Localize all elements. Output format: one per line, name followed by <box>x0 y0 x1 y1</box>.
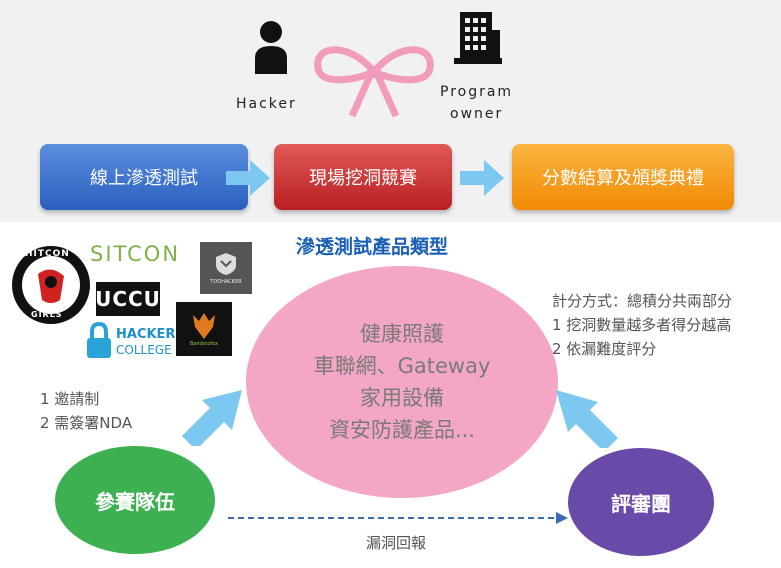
hacker-label: Hacker <box>236 96 297 112</box>
product-type-healthcare: 健康照護 <box>360 322 444 346</box>
stage-award-ceremony: 分數結算及頒獎典禮 <box>512 144 734 210</box>
toohacker-text: TOOHACKER <box>210 278 242 285</box>
fox-icon <box>193 313 215 339</box>
hacker-college-text-1: HACKER <box>116 327 176 342</box>
ribbon-bow-icon <box>314 46 434 118</box>
arrow-right-icon <box>460 160 504 196</box>
hacker-college-text-2: COLLEGE <box>116 343 172 357</box>
arrow-up-right-icon <box>182 390 242 446</box>
building-icon <box>454 12 502 64</box>
team-rule-2: 2 需簽署NDA <box>40 414 133 432</box>
arrow-right-icon <box>226 160 270 196</box>
report-label: 漏洞回報 <box>366 534 427 552</box>
lock-icon <box>87 322 111 358</box>
product-types-title: 滲透測試產品類型 <box>296 236 449 258</box>
hitcon-text: HITCON <box>25 249 70 259</box>
product-type-iov-gateway: 車聯網、Gateway <box>313 354 491 378</box>
product-type-security-products: 資安防護產品... <box>328 418 476 442</box>
stage-online-pentest: 線上滲透測試 <box>40 144 248 210</box>
scoring-title: 計分方式：總積分共兩部分 <box>552 292 733 310</box>
program-owner-label-line2: owner <box>450 106 504 122</box>
hitcon-girls-logo <box>12 246 90 324</box>
judges-circle: 評審團 <box>568 448 714 556</box>
person-icon <box>255 21 287 74</box>
team-circle: 參賽隊伍 <box>55 446 215 554</box>
stage-onsite-contest: 現場挖洞競賽 <box>274 144 452 210</box>
product-types-ellipse: 健康照護 車聯網、Gateway 家用設備 資安防護產品... <box>246 266 558 498</box>
bamboofox-logo: Bamboofox <box>176 302 232 356</box>
bamboofox-text: Bamboofox <box>189 341 219 347</box>
dashed-arrow-icon <box>228 512 568 524</box>
arrow-up-left-icon <box>556 390 618 448</box>
girls-text: GIRLS <box>31 310 63 319</box>
program-owner-label-line1: Program <box>440 84 514 100</box>
uccu-logo: UCCU <box>95 282 160 316</box>
team-rule-1: 1 邀請制 <box>40 390 100 408</box>
product-type-home-devices: 家用設備 <box>360 386 444 410</box>
toohacker-logo: TOOHACKER <box>200 242 252 294</box>
sitcon-logo: SITCON <box>90 242 181 266</box>
shield-icon <box>216 252 236 275</box>
scoring-item-1: 1 挖洞數量越多者得分越高 <box>552 316 732 334</box>
scoring-item-2: 2 依漏難度評分 <box>552 340 657 358</box>
